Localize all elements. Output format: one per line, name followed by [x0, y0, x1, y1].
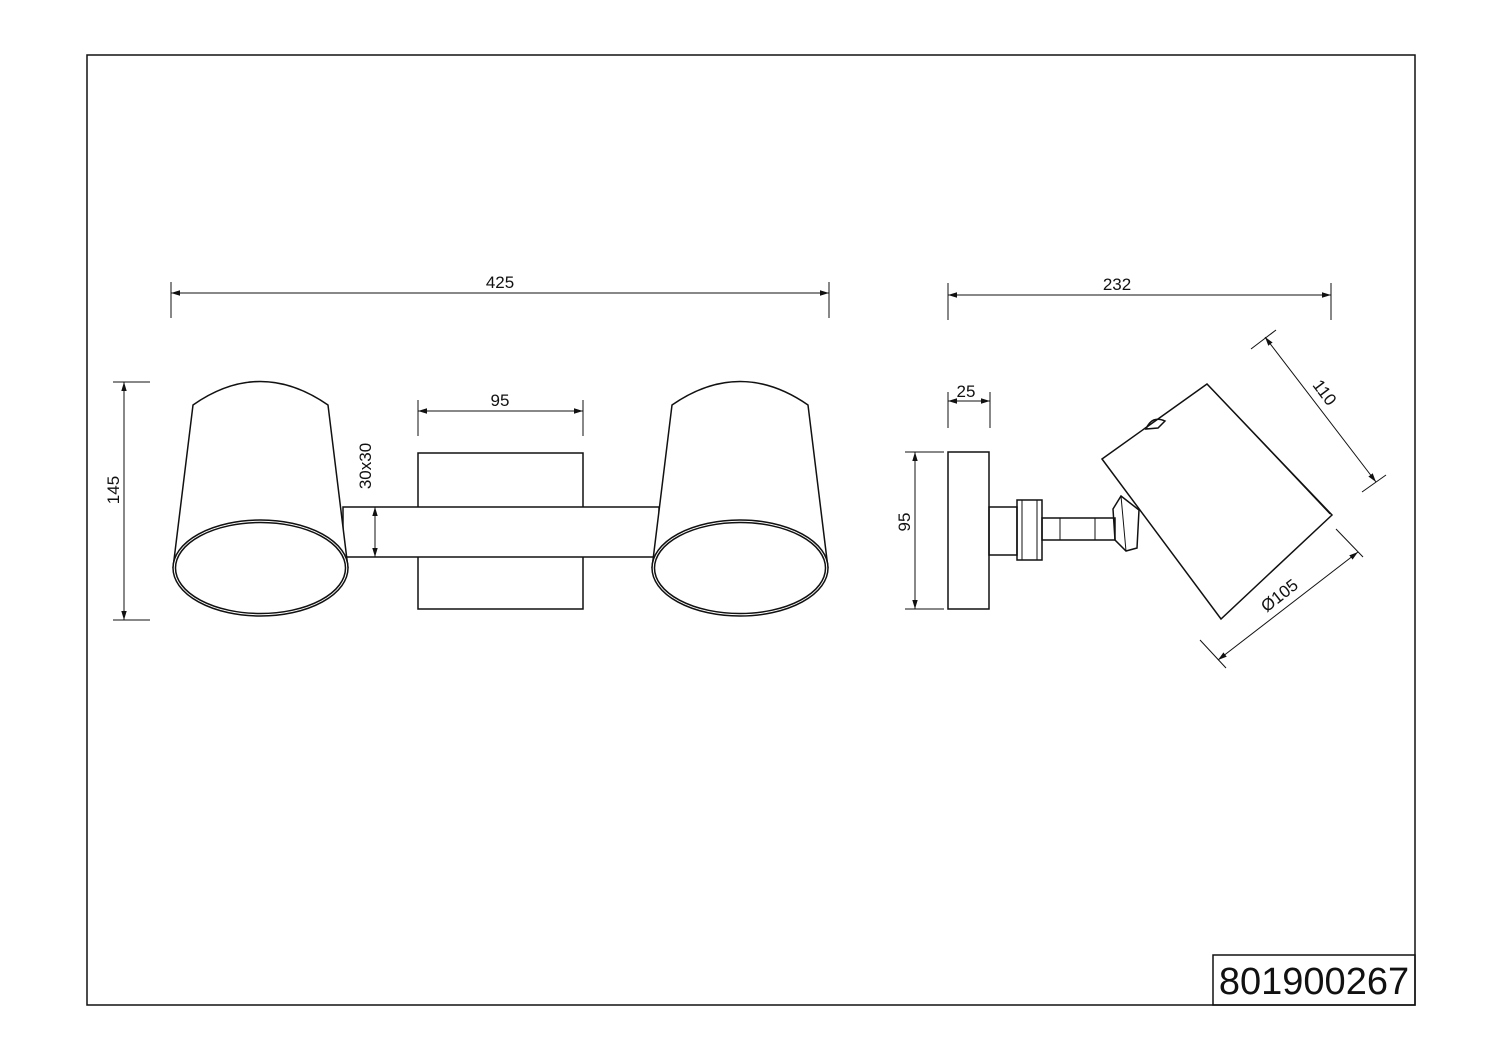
- side-dimensions: [905, 283, 1387, 669]
- dim-line-shade-length: [1264, 336, 1377, 483]
- label-plate-height: 95: [895, 513, 914, 532]
- side-view: [947, 383, 1334, 621]
- label-shade-length: 110: [1309, 376, 1340, 409]
- side-arm: [988, 506, 1018, 556]
- title-block: 801900267: [1212, 954, 1416, 1006]
- front-dimensions: [113, 282, 830, 621]
- label-plate-width: 95: [491, 391, 510, 410]
- label-overall-height: 145: [104, 476, 123, 504]
- part-number: 801900267: [1219, 961, 1409, 1003]
- front-dimension-labels: 425 145 95 30x30: [104, 273, 514, 504]
- side-collar: [1016, 499, 1043, 561]
- dim-line-shade-diameter: [1217, 551, 1359, 661]
- side-switch-knob: [1144, 418, 1167, 430]
- side-joint-rod: [1041, 517, 1116, 541]
- right-shade: [651, 380, 829, 617]
- side-shade: [1100, 383, 1334, 621]
- label-plate-thickness: 25: [957, 382, 976, 401]
- side-wall-plate: [947, 451, 990, 610]
- label-shade-diameter: Ø105: [1257, 575, 1301, 616]
- drawing-border: [86, 54, 1416, 1006]
- label-overall-depth: 232: [1103, 275, 1131, 294]
- label-arm-section: 30x30: [356, 443, 375, 489]
- front-view: [172, 380, 829, 617]
- front-arm: [342, 506, 660, 558]
- left-shade: [172, 380, 349, 617]
- label-overall-width: 425: [486, 273, 514, 292]
